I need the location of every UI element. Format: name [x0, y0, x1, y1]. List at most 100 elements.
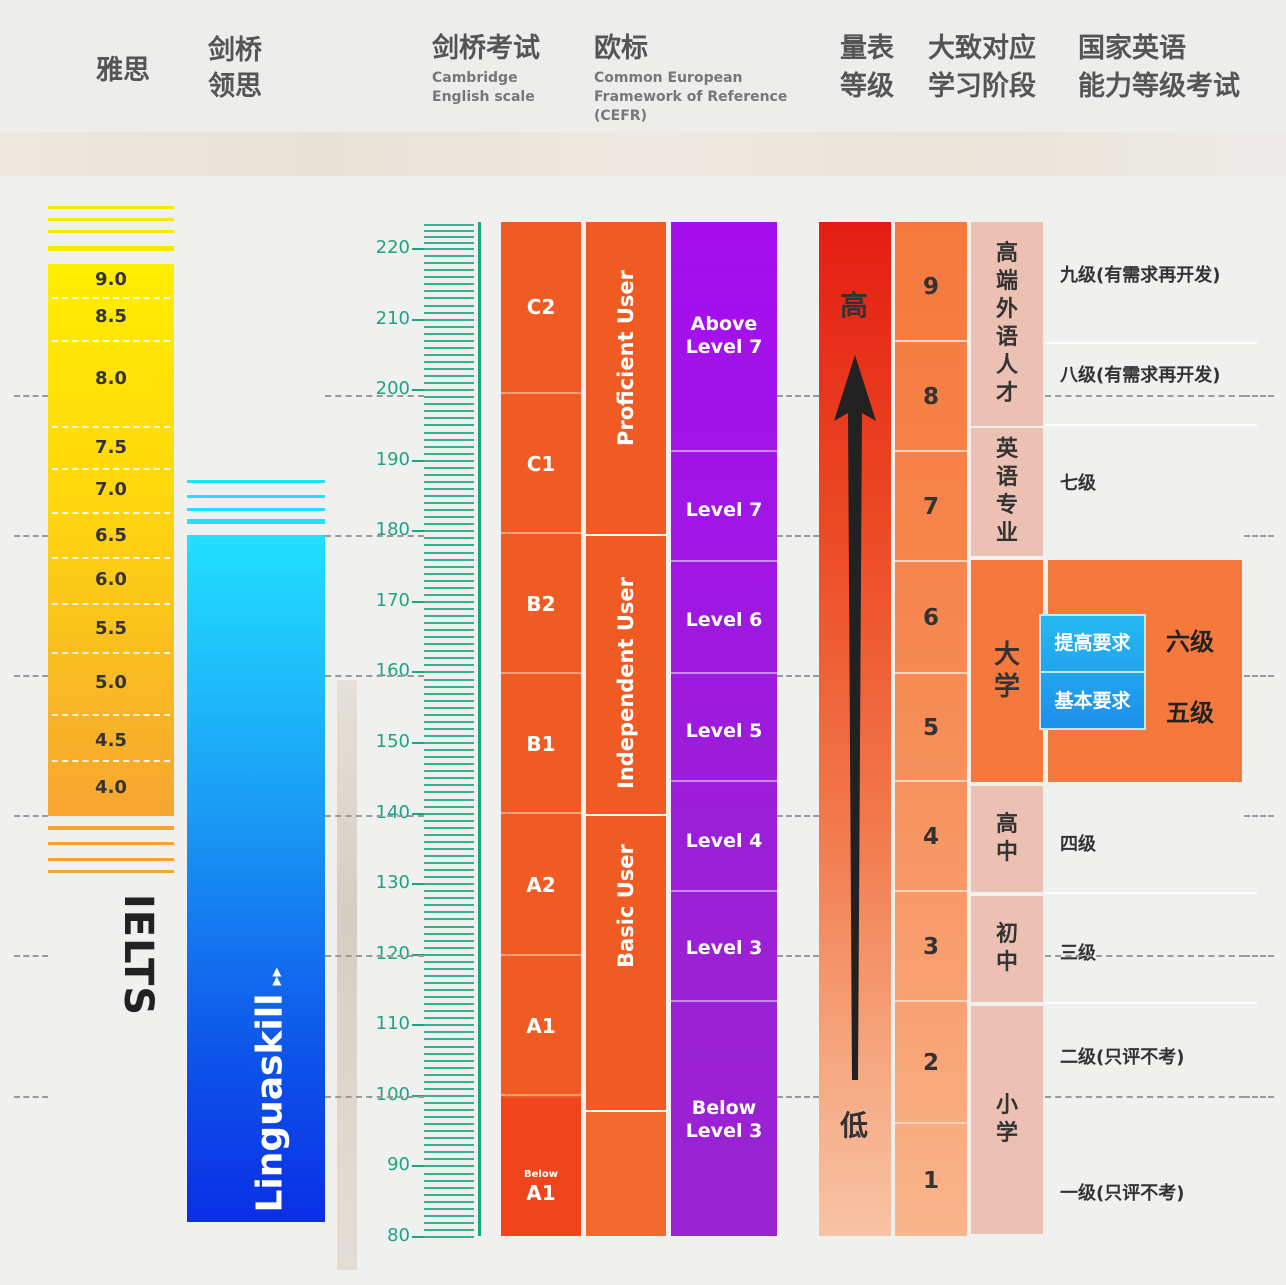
cefr-group-divider-1: [586, 534, 666, 536]
scale-tick: [424, 989, 474, 991]
scale-tick: [424, 262, 474, 265]
header-ielts: 雅思: [96, 55, 150, 86]
ielts-score-divider: [52, 426, 170, 428]
scale-tick-label: 90: [387, 1154, 410, 1176]
scale-tick: [424, 1158, 474, 1161]
scale-tick: [424, 1116, 474, 1118]
cambridge-level-label: Level 6: [685, 609, 763, 631]
national-level-8: 八级(有需求再开发): [1060, 365, 1221, 386]
header-cambridge-sub2: English scale: [432, 89, 535, 105]
scale-tick: [424, 692, 474, 695]
alignment-dash-mid: [325, 955, 424, 957]
scale-tick: [424, 459, 474, 462]
scale-tick: [424, 713, 474, 716]
linguaskill-top-stripe: [187, 480, 325, 483]
scale-tick: [424, 438, 474, 441]
scale-tick: [424, 360, 474, 363]
scale-tick-major: [412, 742, 424, 744]
scale-tick-major: [412, 389, 424, 392]
scale-tick: [424, 297, 474, 300]
scale-tick: [424, 756, 474, 759]
scale-tick: [424, 784, 474, 787]
header-stage-line2: 学习阶段: [928, 71, 1036, 102]
national-level-9: 九级(有需求再开发): [1060, 265, 1221, 286]
scale-tick: [424, 1031, 474, 1034]
scale-tick: [424, 325, 474, 328]
header-cefr-title: 欧标: [594, 33, 648, 64]
cefr-cell-a2: A2: [501, 816, 581, 956]
scale-high-label: 高: [840, 289, 869, 322]
scale-number-column: [895, 222, 967, 1236]
scale-tick: [424, 1123, 474, 1126]
ielts-top-stripe: [48, 230, 174, 233]
alignment-dash-left: [14, 535, 48, 537]
scale-tick: [424, 805, 474, 808]
scale-tick: [424, 996, 474, 999]
alignment-dash-left: [14, 1096, 48, 1098]
cefr-group-basic: Basic User: [614, 844, 638, 968]
scale-tick: [424, 678, 474, 681]
cefr-group-column: [586, 222, 666, 1236]
scale-tick: [424, 516, 474, 519]
scale-tick: [424, 1045, 474, 1048]
alignment-dash-gap: [777, 395, 819, 397]
scale-tick: [424, 1101, 474, 1104]
scale-tick: [424, 925, 474, 928]
scale-tick: [424, 1221, 474, 1224]
scale-tick: [424, 551, 474, 554]
scale-tick: [424, 615, 474, 617]
scale-tick: [424, 847, 474, 850]
scale-tick: [424, 967, 474, 970]
scale-number-cell: 9: [895, 222, 967, 342]
cefr-cell-c1: C1: [501, 396, 581, 534]
scale-tick: [424, 939, 474, 942]
scale-tick: [424, 1073, 474, 1076]
national-divider-2: [1045, 424, 1257, 426]
linguaskill-top-stripe: [187, 508, 325, 511]
scale-number-cell: 8: [895, 344, 967, 452]
scale-tick-label: 150: [375, 731, 410, 752]
cefr-group-independent: Independent User: [614, 577, 638, 789]
scale-tick: [424, 530, 474, 533]
scale-tick: [424, 1200, 474, 1203]
scale-tick-major: [412, 883, 424, 886]
ielts-score-divider: [52, 557, 170, 559]
scale-tick: [424, 770, 474, 773]
scale-tick: [424, 953, 474, 956]
alignment-dash-mid: [325, 675, 424, 677]
ielts-score: 5.5: [95, 618, 127, 639]
header-cambridge-sub1: Cambridge: [432, 70, 518, 86]
scale-tick: [424, 452, 474, 455]
stage-high-end: 高端外语人才: [971, 222, 1043, 426]
scale-tick: [424, 1109, 474, 1111]
scale-tick-major: [412, 671, 424, 674]
header-cambridge-title: 剑桥考试: [432, 33, 540, 64]
scale-tick: [424, 403, 474, 406]
ielts-bottom-stripe: [48, 870, 174, 873]
national-level-5: 五级: [1166, 699, 1214, 727]
scale-tick: [424, 410, 474, 413]
cefr-group-divider-3: [586, 1110, 666, 1112]
scale-tick: [424, 1052, 474, 1055]
ielts-score-divider: [52, 714, 170, 716]
scale-tick-major: [412, 459, 424, 462]
alignment-dash-mid: [325, 535, 424, 537]
scale-tick: [424, 720, 474, 723]
scale-number-cell: 3: [895, 894, 967, 1002]
scale-tick: [424, 389, 474, 392]
ielts-bottom-stripe: [48, 842, 174, 845]
stage-university: 大学: [971, 560, 1043, 782]
scale-tick-major: [412, 812, 424, 815]
national-divider-3: [1045, 892, 1257, 894]
scale-tick: [424, 833, 474, 836]
scale-tick-major: [412, 1236, 424, 1238]
scale-tick: [424, 932, 474, 935]
cambridge-level-column: [671, 222, 777, 1236]
alignment-dash-mid: [325, 815, 424, 817]
scale-tick: [424, 242, 474, 244]
scale-tick: [424, 1207, 474, 1210]
cambridge-level-label: Level 4: [685, 830, 763, 852]
cefr-cell-a1: A1: [501, 958, 581, 1096]
scale-tick: [424, 1193, 474, 1196]
